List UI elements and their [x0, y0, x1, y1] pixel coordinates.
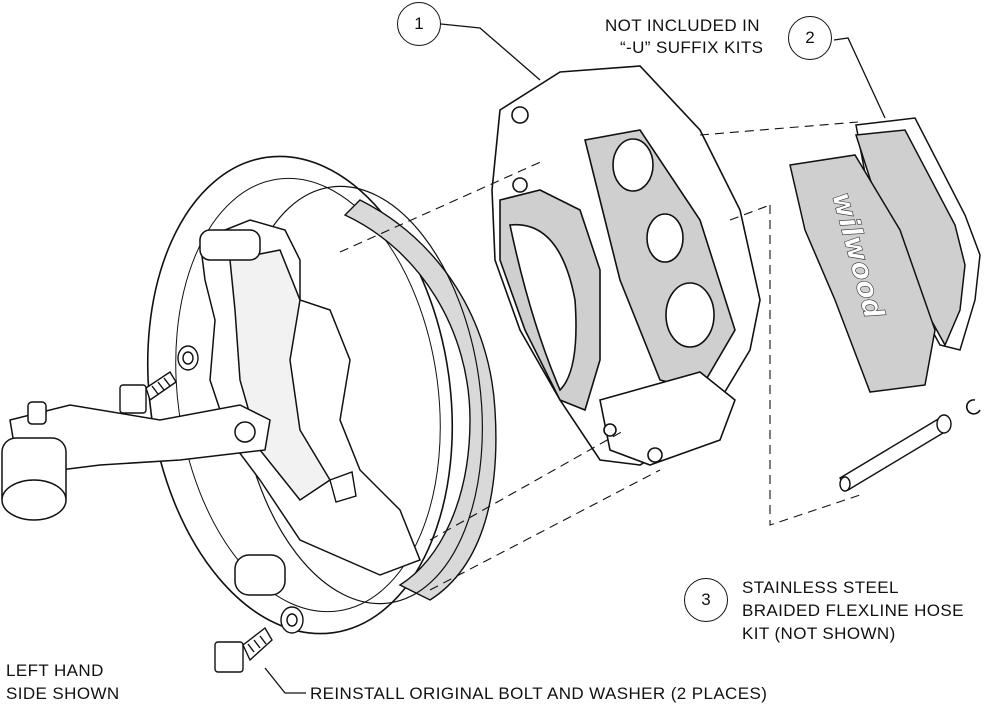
side-note-line1: LEFT HAND: [6, 661, 104, 680]
callout-2-note-line2: “-U” SUFFIX KITS: [620, 38, 764, 57]
callout-3-number: 3: [701, 590, 711, 609]
callout-3-line1: STAINLESS STEEL: [742, 578, 899, 597]
callout-3-circle: 3: [684, 578, 728, 622]
callout-3-line2: BRAIDED FLEXLINE HOSE: [742, 601, 964, 620]
brake-caliper: [491, 65, 761, 466]
reinstall-bolt-note: REINSTALL ORIGINAL BOLT AND WASHER (2 PL…: [310, 684, 768, 703]
alignment-lines: [339, 121, 861, 591]
callout-2-note-line1: NOT INCLUDED IN: [605, 16, 760, 35]
callout-2-circle: 2: [788, 16, 832, 60]
pad-retaining-pin: [839, 414, 952, 492]
callout-1-number: 1: [414, 14, 424, 33]
callout-1-circle: 1: [397, 2, 441, 46]
hub-bolt: [329, 471, 357, 503]
lower-washer: [280, 606, 304, 634]
dust-shield: [146, 155, 454, 635]
steering-knuckle: [199, 219, 421, 596]
upper-washer: [177, 345, 199, 371]
side-note-line2: SIDE SHOWN: [6, 684, 120, 703]
retaining-clip: [965, 399, 981, 415]
upper-bolt: [119, 371, 177, 414]
steering-arm: [1, 401, 271, 521]
callout-2-number: 2: [805, 28, 815, 47]
outer-brake-pad: wilwood: [789, 154, 936, 393]
leader-lines: [264, 23, 886, 694]
callout-3-line3: KIT (NOT SHOWN): [742, 624, 896, 643]
lower-bolt: [214, 626, 273, 673]
